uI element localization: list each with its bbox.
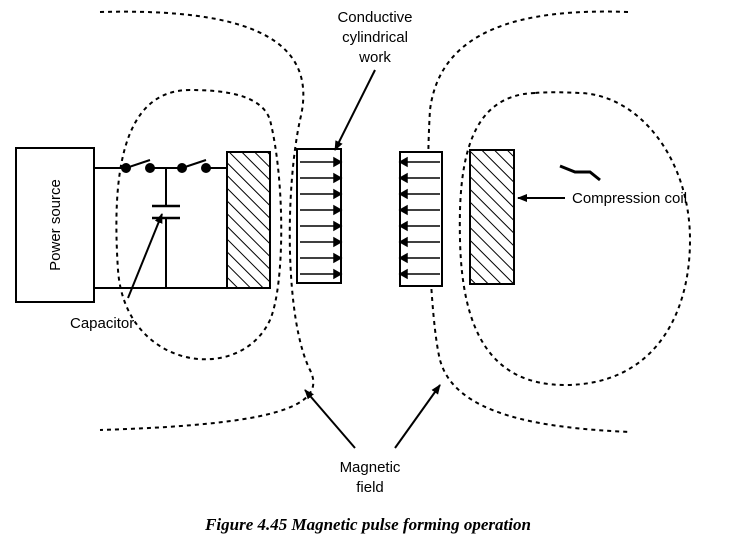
compression-coil <box>469 149 515 285</box>
work-label-line3: work <box>358 49 391 66</box>
work-leader-arrow <box>334 69 376 151</box>
magnetic-field-label-line1: Magnetic <box>340 459 401 476</box>
magnetic-field-inner-right <box>458 91 692 387</box>
left-coil <box>226 151 271 289</box>
field-leader-arrow-left <box>304 389 356 449</box>
capacitor-icon <box>152 204 180 220</box>
magnetic-field-outer-left <box>99 10 315 431</box>
field-leader-arrow-right <box>394 384 441 449</box>
conductive-work-right <box>398 151 443 287</box>
magnetic-field-inner-left <box>115 88 283 361</box>
figure-caption: Figure 4.45 Magnetic pulse forming opera… <box>204 515 531 534</box>
conductive-work-left <box>296 148 343 284</box>
power-source-label: Power source <box>47 179 64 271</box>
leader-arrows <box>127 69 565 449</box>
capacitor-leader-arrow <box>127 213 163 299</box>
work-label-line2: cylindrical <box>342 29 408 46</box>
circuit-wiring <box>94 159 227 289</box>
capacitor-label: Capacitor <box>70 315 134 332</box>
compression-coil-label: Compression coil <box>572 190 687 207</box>
switch-icon <box>121 163 211 173</box>
magnetic-field-label-line2: field <box>356 479 384 496</box>
scribble-mark <box>559 164 601 182</box>
power-source: Power source <box>15 147 95 303</box>
magnetic-field-outer-right <box>427 10 631 433</box>
work-label-line1: Conductive <box>337 9 412 26</box>
